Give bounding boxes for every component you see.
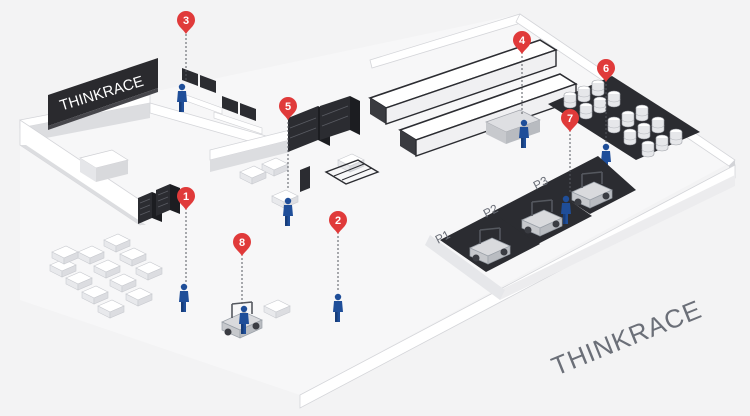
loading-pallets — [239, 153, 380, 226]
rack-units — [288, 96, 360, 152]
server-racks — [138, 184, 180, 224]
pin-1[interactable]: 1 — [177, 187, 195, 210]
barrel-storage — [548, 76, 700, 160]
reception-desk — [79, 149, 129, 182]
workstation — [485, 109, 541, 148]
pin-7[interactable]: 7 — [561, 109, 579, 132]
map-pins: 3 4 6 5 7 1 2 8 — [177, 11, 615, 256]
pin-5[interactable]: 5 — [279, 97, 297, 120]
pin-5-label: 5 — [285, 101, 291, 113]
pin-6-label: 6 — [603, 63, 609, 75]
pin-8[interactable]: 8 — [233, 233, 251, 256]
pin-leader-lines — [185, 34, 607, 304]
parking-label-p2: P2 — [481, 201, 501, 220]
parking-label-p3: P3 — [531, 173, 551, 192]
pin-6[interactable]: 6 — [597, 59, 615, 82]
pin-3[interactable]: 3 — [177, 11, 195, 34]
control-room — [177, 68, 263, 135]
pin-4[interactable]: 4 — [513, 31, 531, 54]
pin-7-label: 7 — [567, 113, 573, 125]
pin-2[interactable]: 2 — [329, 211, 347, 234]
pin-3-label: 3 — [183, 15, 189, 27]
parking-label-p1: P1 — [433, 227, 453, 246]
pin-2-label: 2 — [335, 215, 341, 227]
pin-8-label: 8 — [239, 237, 245, 249]
pin-1-label: 1 — [183, 191, 189, 203]
pin-4-label: 4 — [519, 35, 526, 47]
